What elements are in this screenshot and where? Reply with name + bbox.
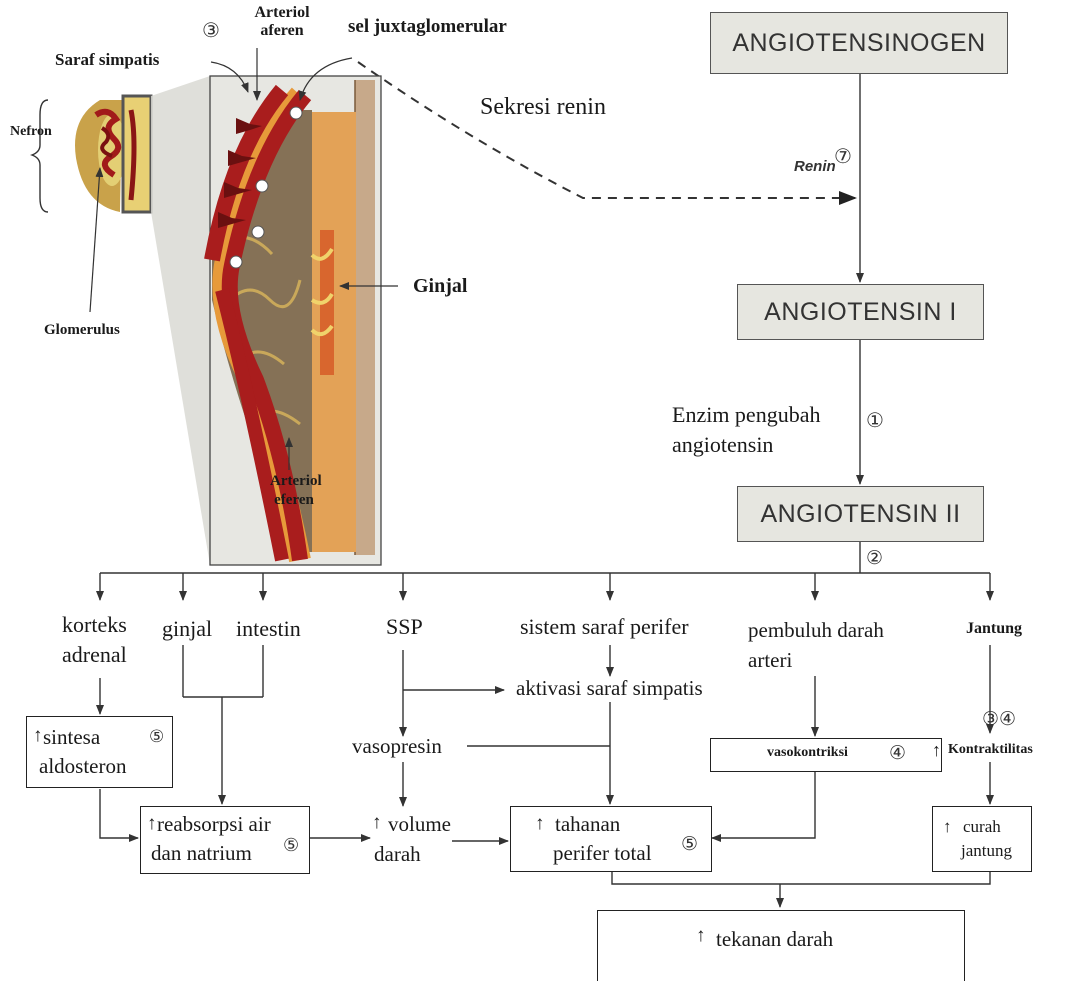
label-saraf-simpatis: Saraf simpatis [55, 50, 159, 70]
reabsorpsi-line1: reabsorpsi air [157, 812, 271, 837]
tahanan-line2: perifer total [553, 841, 652, 866]
up-arrow: ↑ [943, 817, 952, 837]
tahanan-perifer-box: ↑ tahanan perifer total ⑤ [510, 806, 712, 872]
up-arrow: ↑ [372, 812, 382, 834]
volume-line1: volume [388, 812, 451, 837]
renin-number: ⑦ [834, 144, 852, 168]
sintesa-aldosteron-box: ↑ sintesa ⑤ aldosteron [26, 716, 173, 788]
vasokontriksi-box: vasokontriksi ④ [710, 738, 942, 772]
effect-vasopresin: vasopresin [352, 734, 442, 759]
vasokontriksi-number: ④ [889, 742, 906, 764]
zoom-wedge [151, 76, 210, 565]
small-kidney [75, 96, 151, 212]
effect-aktivasi: aktivasi saraf simpatis [516, 676, 703, 701]
curah-jantung-box: ↑ curah jantung [932, 806, 1032, 872]
target-sistem-saraf: sistem saraf perifer [520, 614, 689, 640]
sintesa-line1: sintesa [43, 725, 100, 750]
angiotensin-1-box: ANGIOTENSIN I [737, 284, 984, 340]
label-arteriol-eferen: Arteriol eferen [270, 472, 318, 510]
enzim-label-line1: Enzim pengubah [672, 402, 820, 428]
reabsorpsi-box: ↑ reabsorpsi air dan natrium ⑤ [140, 806, 310, 874]
nefron-brace [32, 100, 48, 212]
label-sekresi-renin: Sekresi renin [480, 94, 606, 121]
label-glomerulus: Glomerulus [44, 322, 120, 339]
vasokontriksi-label: vasokontriksi [767, 745, 848, 761]
label-ginjal-illustration: Ginjal [413, 275, 467, 298]
enzim-number: ① [866, 408, 884, 432]
target-jantung: Jantung [966, 620, 1022, 638]
sintesa-line2: aldosteron [39, 754, 126, 779]
kontraktilitas-label: Kontraktilitas [948, 742, 1033, 758]
kontraktilitas-number: ③④ [982, 708, 1016, 730]
sintesa-number: ⑤ [149, 727, 164, 747]
target-korteks-line1: korteks [62, 612, 127, 638]
up-arrow: ↑ [535, 813, 545, 835]
target-pembuluh-line2: arteri [748, 648, 792, 673]
tahanan-line1: tahanan [555, 812, 620, 837]
up-arrow: ↑ [147, 813, 157, 835]
up-arrow: ↑ [33, 725, 43, 747]
target-korteks-line2: adrenal [62, 642, 127, 668]
tekanan-darah-box: ↑ tekanan darah [597, 910, 965, 981]
label-arteriol-aferen: Arteriol aferen [252, 4, 312, 40]
up-arrow: ↑ [932, 740, 941, 761]
reabsorpsi-number: ⑤ [283, 835, 299, 856]
target-ssp: SSP [386, 614, 423, 640]
label-nefron: Nefron [10, 124, 52, 140]
target-ginjal: ginjal [162, 616, 212, 642]
curah-line1: curah [963, 817, 1001, 837]
volume-line2: darah [374, 842, 421, 867]
branch-number: ② [866, 547, 883, 569]
angiotensinogen-box: ANGIOTENSINOGEN [710, 12, 1008, 74]
label-sel-juxtaglomerular: sel juxtaglomerular [348, 16, 507, 38]
enzim-label-line2: angiotensin [672, 432, 773, 458]
tahanan-number: ⑤ [681, 833, 698, 855]
target-pembuluh-line1: pembuluh darah [748, 618, 884, 643]
angiotensin-2-box: ANGIOTENSIN II [737, 486, 984, 542]
reabsorpsi-line2: dan natrium [151, 841, 252, 866]
target-intestin: intestin [236, 616, 301, 642]
curah-line2: jantung [961, 841, 1012, 861]
renin-label: Renin [794, 158, 836, 175]
up-arrow: ↑ [696, 925, 706, 947]
label-3-circle: ③ [202, 18, 220, 42]
tekanan-label: tekanan darah [716, 927, 833, 952]
